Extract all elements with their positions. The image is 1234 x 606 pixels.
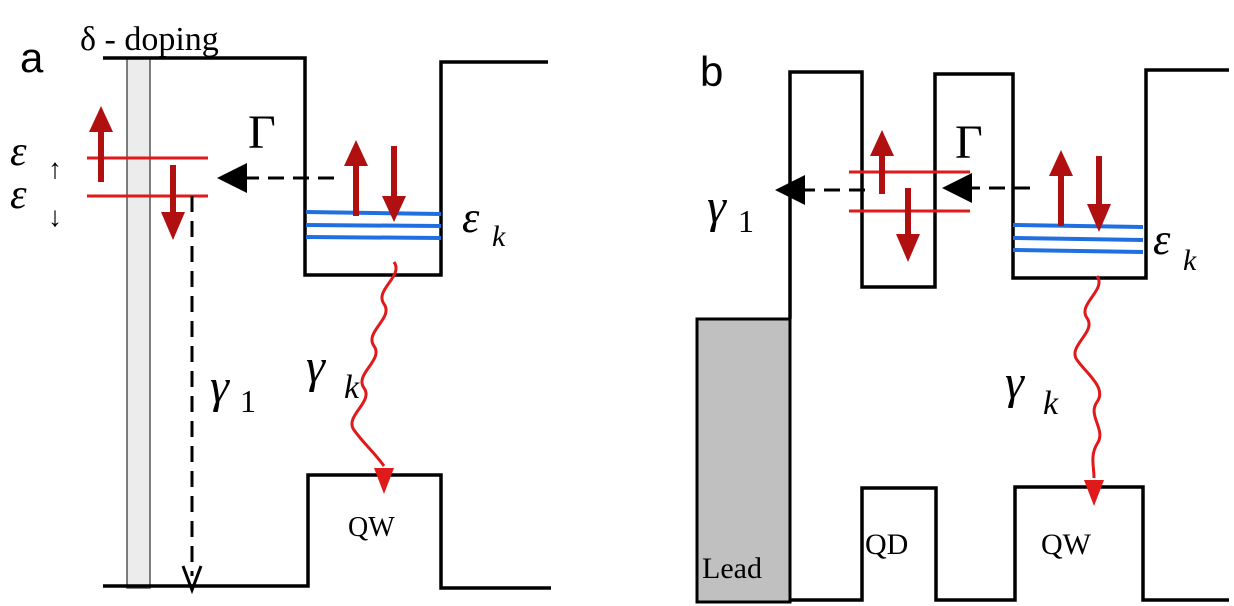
qw-level-3-b — [1012, 248, 1144, 254]
svg-text:k: k — [344, 369, 360, 406]
eps-k-label-b: ε k — [1153, 215, 1197, 277]
spin-down-arrow-impurity-a — [161, 165, 185, 240]
svg-text:↑: ↑ — [48, 154, 62, 185]
svg-text:ε: ε — [10, 129, 27, 175]
qw-level-3-a — [305, 235, 442, 240]
delta-doping-layer — [126, 57, 151, 589]
gamma-k-wavy-arrow-b — [1073, 275, 1102, 479]
spin-down-arrow-qd-b — [896, 188, 920, 262]
svg-text:1: 1 — [240, 383, 256, 419]
spin-up-arrow-qd-b — [870, 130, 894, 194]
eps-down-label: ε ↓ — [10, 172, 62, 233]
panel-a: a δ - doping ε ↑ ε ↓ — [10, 21, 551, 595]
qw-level-1-b — [1012, 223, 1144, 229]
panel-b-label: b — [700, 48, 723, 95]
svg-text:1: 1 — [738, 203, 754, 239]
svg-text:k: k — [1183, 244, 1197, 277]
qw-label-b: QW — [1041, 528, 1092, 561]
valence-band-a — [103, 473, 551, 590]
eps-k-label-a: ε k — [462, 193, 506, 253]
eps-up-label: ε ↑ — [10, 129, 62, 185]
qw-level-1-a — [305, 210, 442, 216]
valence-band-b — [790, 485, 1229, 602]
spin-up-arrow-qw-a — [344, 140, 368, 216]
svg-text:ε: ε — [462, 193, 480, 242]
spin-down-arrow-qw-a — [382, 146, 406, 222]
spin-up-arrow-qw-b — [1049, 150, 1073, 226]
svg-text:k: k — [492, 220, 506, 253]
gamma-k-wavy-arrow-a — [350, 261, 398, 467]
gamma-1-arrowhead-a — [181, 565, 203, 595]
svg-text:γ: γ — [1005, 356, 1025, 409]
spin-up-arrow-impurity-a — [89, 106, 113, 182]
spin-down-arrow-qw-b — [1087, 156, 1111, 232]
conduction-band-b — [788, 68, 1229, 319]
lead-block — [695, 317, 792, 604]
svg-text:k: k — [1043, 385, 1059, 422]
gamma-coupling-label-b: Γ — [955, 116, 983, 169]
gamma-k-arrowhead-a — [374, 468, 394, 494]
svg-text:γ: γ — [306, 340, 326, 393]
conduction-band-a — [103, 56, 548, 277]
svg-text:↓: ↓ — [48, 202, 62, 233]
gamma-1-label-b: γ 1 — [707, 180, 754, 239]
gamma-k-label-b: γ k — [1005, 356, 1059, 422]
svg-text:γ: γ — [707, 180, 727, 233]
svg-text:γ: γ — [210, 360, 230, 413]
delta-doping-label: δ - doping — [80, 21, 219, 58]
qw-level-2-a — [305, 223, 442, 228]
gamma-1-label-a: γ 1 — [210, 360, 256, 419]
gamma-k-arrowhead-b — [1084, 480, 1104, 506]
panel-b: b Lead γ 1 Γ — [695, 48, 1229, 604]
qw-level-2-b — [1012, 236, 1144, 242]
lead-label: Lead — [702, 552, 762, 585]
gamma-coupling-label-a: Γ — [248, 106, 276, 159]
svg-text:ε: ε — [1153, 215, 1171, 264]
panel-a-label: a — [20, 34, 44, 81]
qw-label-a: QW — [348, 512, 395, 543]
qd-label: QD — [865, 528, 908, 561]
svg-text:ε: ε — [10, 172, 27, 218]
gamma-k-label-a: γ k — [306, 340, 360, 406]
